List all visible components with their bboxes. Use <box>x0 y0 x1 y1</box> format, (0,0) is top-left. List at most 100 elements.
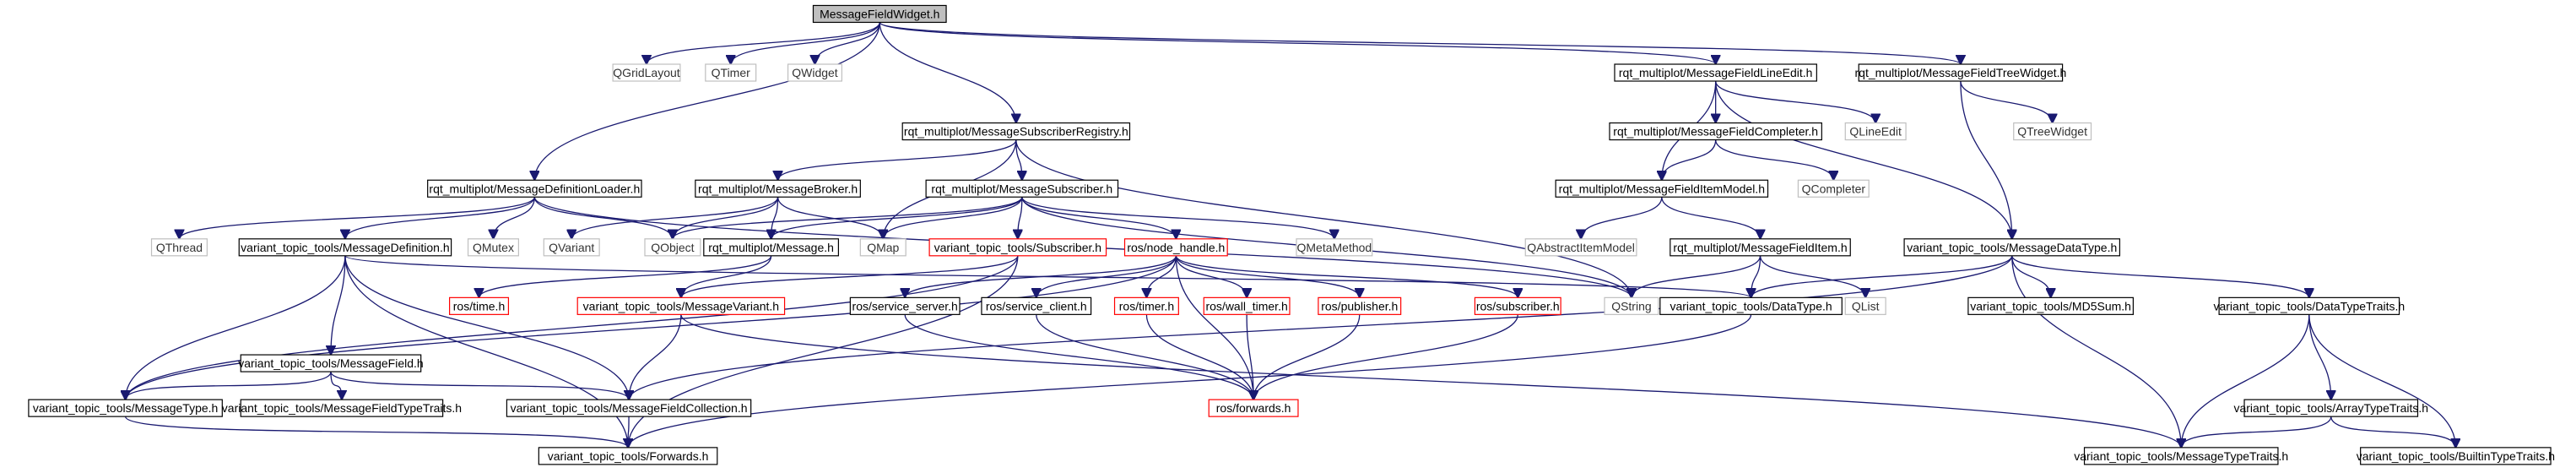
node-srvclient[interactable]: ros/service_client.h <box>981 296 1092 315</box>
node-box <box>240 354 422 372</box>
node-box <box>240 399 444 417</box>
node-box <box>238 238 452 257</box>
node-md5sum[interactable]: variant_topic_tools/MD5Sum.h <box>1967 296 2134 315</box>
node-label: variant_topic_tools/DataTypeTraits.h <box>2213 299 2405 313</box>
edge-treewidget-to-qtreewidget <box>1960 80 2053 123</box>
node-box <box>859 238 906 257</box>
edge-srvserver-to-forwards <box>904 314 1253 400</box>
node-qstring[interactable]: QString <box>1604 296 1659 315</box>
node-fieldtypetraits[interactable]: variant_topic_tools/MessageFieldTypeTrai… <box>222 399 462 417</box>
node-label: QLineEdit <box>1849 125 1902 139</box>
node-box <box>644 238 701 257</box>
node-fielditem[interactable]: rqt_multiplot/MessageFieldItem.h <box>1670 238 1851 257</box>
node-broker[interactable]: rqt_multiplot/MessageBroker.h <box>695 179 861 198</box>
edge-datatypetraits-to-arraytypetraits <box>2308 314 2331 400</box>
node-msgtype[interactable]: variant_topic_tools/MessageType.h <box>28 399 223 417</box>
node-label: QString <box>1611 299 1651 313</box>
edge-datatypetraits-to-msgtypetraits <box>2181 314 2310 448</box>
node-qmetamethod[interactable]: QMetaMethod <box>1296 238 1373 257</box>
edge-itemmodel-to-fielditem <box>1661 197 1761 239</box>
node-qcompleter[interactable]: QCompleter <box>1797 179 1870 198</box>
node-msgdef[interactable]: variant_topic_tools/MessageDefinition.h <box>238 238 452 257</box>
node-label: variant_topic_tools/MessageDataType.h <box>1907 241 2117 254</box>
node-qthread[interactable]: QThread <box>150 238 208 257</box>
node-box <box>538 447 718 465</box>
node-qtimer[interactable]: QTimer <box>705 63 757 82</box>
node-box <box>1614 63 1817 82</box>
node-label: rqt_multiplot/MessageFieldItemModel.h <box>1559 182 1765 195</box>
node-vtsubscriber[interactable]: variant_topic_tools/Subscriber.h <box>928 238 1107 257</box>
node-datatype[interactable]: variant_topic_tools/MessageDataType.h <box>1903 238 2121 257</box>
node-message[interactable]: rqt_multiplot/Message.h <box>703 238 839 257</box>
node-qlineedit[interactable]: QLineEdit <box>1844 122 1907 141</box>
node-label: ros/timer.h <box>1119 299 1174 313</box>
node-box <box>1113 296 1179 315</box>
node-forwards[interactable]: ros/forwards.h <box>1208 399 1299 417</box>
node-qlist[interactable]: QList <box>1844 296 1886 315</box>
node-nodehandle[interactable]: ros/node_handle.h <box>1123 238 1228 257</box>
node-label: QTimer <box>712 66 750 79</box>
node-msgfield[interactable]: variant_topic_tools/MessageField.h <box>238 354 424 372</box>
node-itemmodel[interactable]: rqt_multiplot/MessageFieldItemModel.h <box>1555 179 1769 198</box>
edge-datatype-to-msgtypetraits <box>2011 255 2181 448</box>
node-builtintypetraits[interactable]: variant_topic_tools/BuiltinTypeTraits.h <box>2357 447 2555 465</box>
node-arraytypetraits[interactable]: variant_topic_tools/ArrayTypeTraits.h <box>2233 399 2428 417</box>
node-root[interactable]: MessageFieldWidget.h <box>812 4 947 24</box>
edge-rossubscriber-to-forwards <box>1253 314 1518 400</box>
node-box <box>1844 122 1907 141</box>
edge-subscriber-to-qmap <box>883 197 1023 239</box>
node-box <box>467 238 519 257</box>
node-label: rqt_multiplot/MessageSubscriber.h <box>931 182 1112 195</box>
node-srvserver[interactable]: ros/service_server.h <box>849 296 961 315</box>
node-deflloader[interactable]: rqt_multiplot/MessageDefinitionLoader.h <box>427 179 642 198</box>
edge-subregistry-to-qstring <box>1015 139 1632 298</box>
node-fieldcollection[interactable]: variant_topic_tools/MessageFieldCollecti… <box>506 399 752 417</box>
node-box <box>1555 179 1769 198</box>
node-qmutex[interactable]: QMutex <box>467 238 519 257</box>
node-treewidget[interactable]: rqt_multiplot/MessageFieldTreeWidget.h <box>1855 63 2067 82</box>
edge-fielditem-to-vtdatatype <box>1751 255 1762 298</box>
node-box <box>925 179 1119 198</box>
edge-root-to-lineedit <box>879 21 1715 64</box>
node-qgridlayout[interactable]: QGridLayout <box>612 63 681 82</box>
node-msgtypetraits[interactable]: variant_topic_tools/MessageTypeTraits.h <box>2074 447 2288 465</box>
node-label: variant_topic_tools/Forwards.h <box>548 449 709 463</box>
edge-broker-to-qvariant <box>571 197 779 239</box>
node-label: variant_topic_tools/MD5Sum.h <box>1970 299 2131 313</box>
edge-completer-to-qcompleter <box>1715 139 1834 181</box>
node-box <box>1609 122 1822 141</box>
edge-fielditem-to-qlist <box>1759 255 1866 298</box>
node-qmap[interactable]: QMap <box>859 238 906 257</box>
node-box <box>1123 238 1228 257</box>
node-qwidget[interactable]: QWidget <box>787 63 842 82</box>
node-rostime[interactable]: ros/time.h <box>449 296 510 315</box>
edge-datatype-to-md5sum <box>2011 255 2051 298</box>
node-completer[interactable]: rqt_multiplot/MessageFieldCompleter.h <box>1609 122 1822 141</box>
node-subscriber[interactable]: rqt_multiplot/MessageSubscriber.h <box>925 179 1119 198</box>
node-label: rqt_multiplot/MessageFieldLineEdit.h <box>1619 66 1813 79</box>
edge-nodehandle-to-publisher <box>1175 255 1359 298</box>
node-datatypetraits[interactable]: variant_topic_tools/DataTypeTraits.h <box>2213 296 2405 315</box>
node-qvariant[interactable]: QVariant <box>543 238 600 257</box>
node-msgvariant[interactable]: variant_topic_tools/MessageVariant.h <box>576 296 786 315</box>
node-qabsitemmodel[interactable]: QAbstractItemModel <box>1524 238 1637 257</box>
node-publisher[interactable]: ros/publisher.h <box>1318 296 1402 315</box>
node-vtdatatype[interactable]: variant_topic_tools/DataType.h <box>1659 296 1843 315</box>
node-box <box>703 238 839 257</box>
edge-nodehandle-to-msgtype <box>126 255 1177 400</box>
node-label: variant_topic_tools/MessageField.h <box>238 356 423 370</box>
edge-rostimer-to-forwards <box>1145 314 1253 400</box>
node-label: QAbstractItemModel <box>1527 241 1635 254</box>
edge-subregistry-to-subscriber <box>1015 139 1022 181</box>
node-qobject[interactable]: QObject <box>644 238 701 257</box>
node-lineedit[interactable]: rqt_multiplot/MessageFieldLineEdit.h <box>1614 63 1817 82</box>
node-vtforwards[interactable]: variant_topic_tools/Forwards.h <box>538 447 718 465</box>
node-walltimer[interactable]: ros/wall_timer.h <box>1203 296 1291 315</box>
node-rostimer[interactable]: ros/timer.h <box>1113 296 1179 315</box>
node-rossubscriber[interactable]: ros/subscriber.h <box>1474 296 1561 315</box>
node-subregistry[interactable]: rqt_multiplot/MessageSubscriberRegistry.… <box>901 122 1131 141</box>
edge-layer <box>126 21 2456 448</box>
node-label: variant_topic_tools/MessageDefinition.h <box>241 241 449 254</box>
node-qtreewidget[interactable]: QTreeWidget <box>2013 122 2092 141</box>
